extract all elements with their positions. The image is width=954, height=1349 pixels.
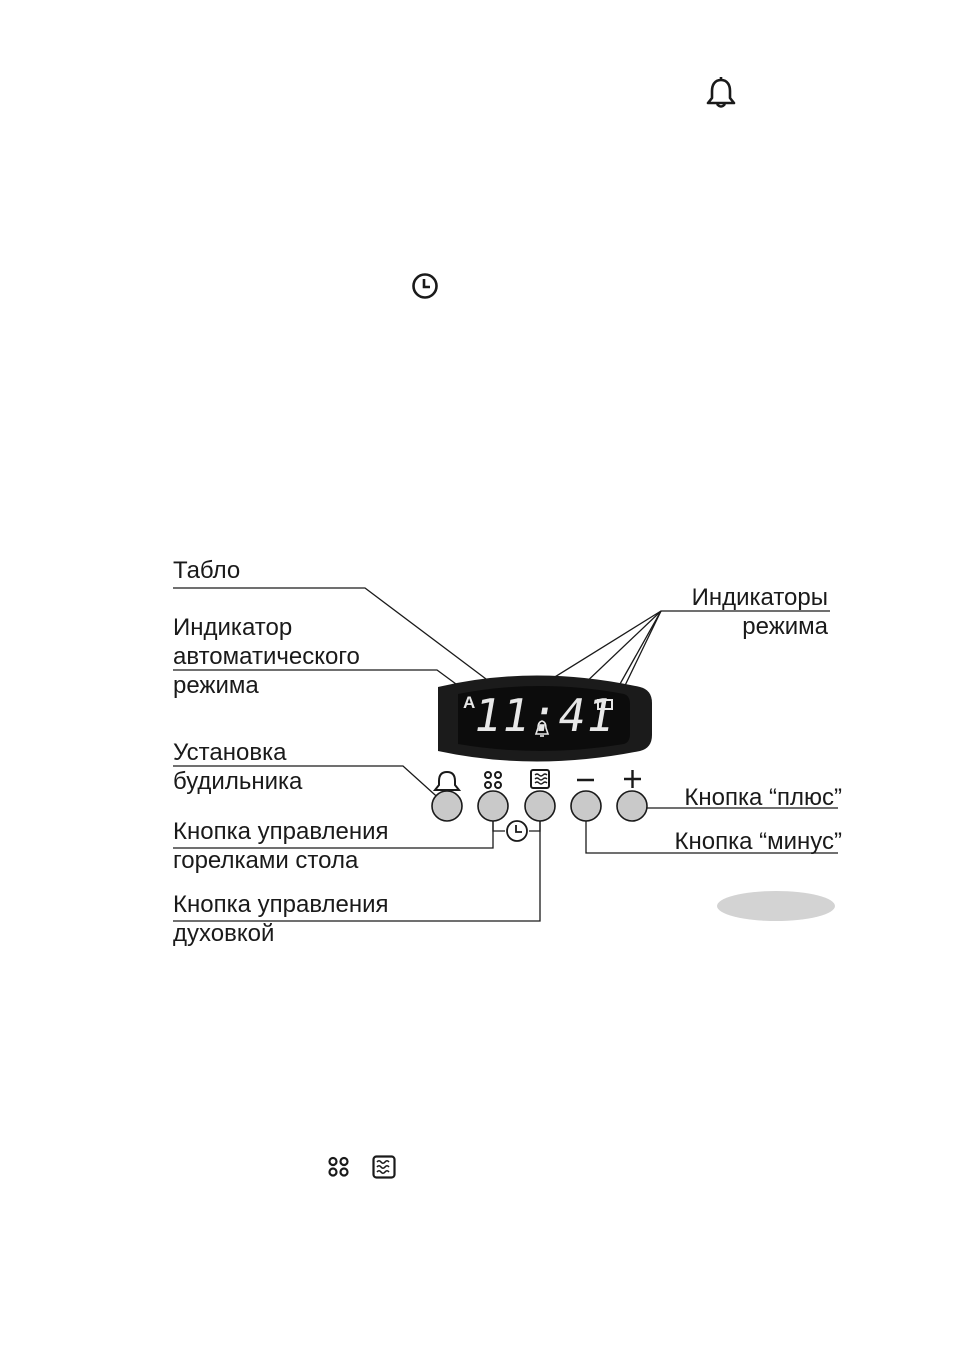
- label-hob-button: Кнопка управления горелками стола: [173, 817, 389, 875]
- label-tablo: Табло: [173, 556, 240, 585]
- minus-button: [571, 791, 601, 821]
- hob-button: [478, 791, 508, 821]
- bracket-clock-icon: [507, 821, 527, 841]
- label-alarm-setting: Установка будильника: [173, 738, 302, 796]
- label-oven-button: Кнопка управления духовкой: [173, 890, 389, 948]
- burners-icon: [327, 1155, 351, 1179]
- label-minus-button: Кнопка “минус”: [675, 827, 843, 856]
- alarm-button: [432, 791, 462, 821]
- label-auto-indicator: Индикатор автоматического режима: [173, 613, 360, 700]
- alarm-bell-icon: [435, 772, 459, 793]
- display-auto-symbol: A: [463, 693, 475, 713]
- grey-badge: [717, 891, 835, 921]
- oven-icon: [372, 1155, 396, 1179]
- burners-icon: [485, 772, 501, 788]
- label-mode-indicators: Индикаторы режима: [692, 583, 828, 641]
- label-plus-button: Кнопка “плюс”: [684, 783, 842, 812]
- oven-button: [525, 791, 555, 821]
- display-time: 11:41: [470, 692, 619, 740]
- control-buttons: [432, 791, 647, 821]
- button-icons: [435, 770, 641, 793]
- plus-button: [617, 791, 647, 821]
- plus-symbol: [624, 770, 641, 788]
- oven-icon: [531, 770, 549, 788]
